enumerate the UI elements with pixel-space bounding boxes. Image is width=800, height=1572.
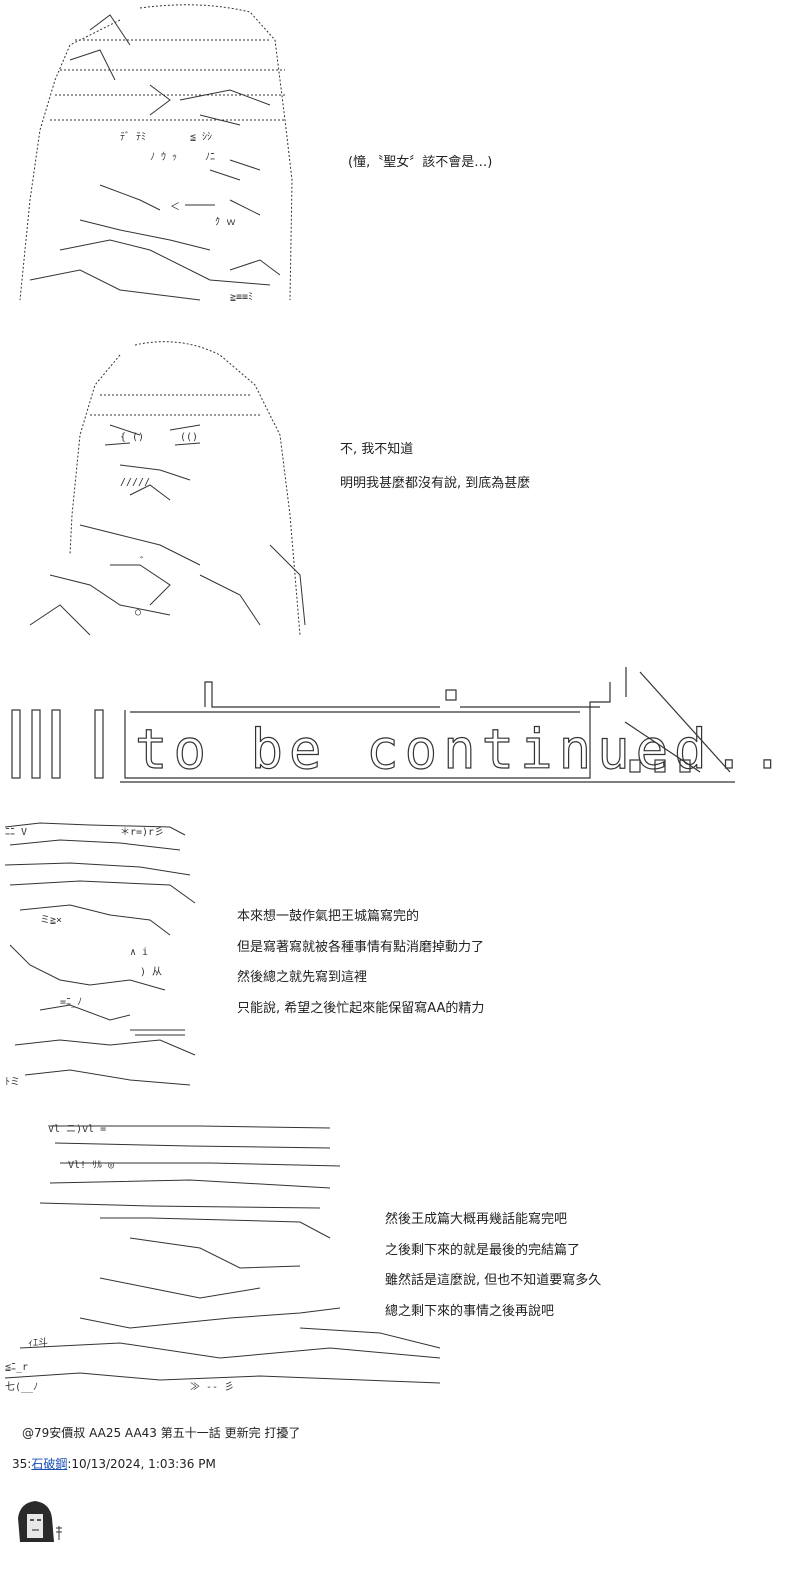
svg-text:≫ ‐‐ 彡: ≫ ‐‐ 彡 xyxy=(190,1382,234,1393)
panel-1-ascii-art: ﾃﾞ ﾃﾐ ≦ ｼｼ ﾉ ｳ ｯ ﾉﾆ ＜ ｸ ｗ ≧≡≡ﾐ xyxy=(19,4,293,303)
svg-text:ﾃﾞ ﾃﾐ: ﾃﾞ ﾃﾐ xyxy=(120,131,146,143)
post-number: 35 xyxy=(12,1457,28,1471)
svg-text:＊r=)r彡: ＊r=)r彡 xyxy=(120,827,164,838)
svg-text:) 从: ) 从 xyxy=(140,967,162,978)
dialogue-line: 本來想一鼓作氣把王城篇寫完的 xyxy=(237,909,420,924)
svg-text:((): (() xyxy=(180,432,198,443)
dialogue-line: 然後王成篇大概再幾話能寫完吧 xyxy=(385,1212,568,1227)
author-link[interactable]: 石破鋼 xyxy=(31,1457,68,1471)
svg-text:七(__ﾉ: 七(__ﾉ xyxy=(5,1381,38,1393)
svg-text:≦ ｼｼ: ≦ ｼｼ xyxy=(190,132,212,143)
dialogue-line: 然後總之就先寫到這裡 xyxy=(237,970,368,985)
panel-3-dialogue: 本來想一鼓作氣把王城篇寫完的 但是寫著寫就被各種事情有點消磨掉動力了 然後總之就… xyxy=(237,902,484,1024)
dialogue-line: 明明我甚麼都沒有說, 到底為甚麼 xyxy=(340,476,531,491)
dialogue-line: 只能說, 希望之後忙起來能保留寫AA的精力 xyxy=(237,1000,485,1016)
dialogue-line: (憧,〝聖女〞該不會是…) xyxy=(348,155,493,170)
svg-text:Vl ニ)vl =: Vl ニ)vl = xyxy=(48,1124,106,1135)
character-avatar-icon xyxy=(18,1501,64,1542)
svg-text:ｨｴ斗: ｨｴ斗 xyxy=(28,1337,48,1349)
post-title: @79安價叔 AA25 AA43 第五十一話 更新完 打擾了 xyxy=(22,1426,301,1440)
dialogue-line: 不, 我不知道 xyxy=(340,442,414,457)
svg-text:ﾄミ: ﾄミ xyxy=(5,1077,20,1088)
svg-text:ｸ ｗ: ｸ ｗ xyxy=(215,216,236,228)
svg-text:ﾉ ｳ ｯ: ﾉ ｳ ｯ xyxy=(150,151,177,163)
panel-2-ascii-art: { () (() ///// ゛ ○ xyxy=(29,341,306,636)
svg-text:Vl! ﾘﾙ ◎: Vl! ﾘﾙ ◎ xyxy=(68,1160,114,1171)
banner-text: to be continued... xyxy=(135,718,780,781)
svg-text://///: ///// xyxy=(120,477,150,488)
svg-text:＜: ＜ xyxy=(170,202,180,213)
dialogue-line: 總之剩下來的事情之後再說吧 xyxy=(385,1303,555,1319)
panel-2-dialogue: 不, 我不知道 明明我甚麼都沒有說, 到底為甚麼 xyxy=(340,433,530,501)
svg-text:=ﾆ_ﾉ: =ﾆ_ﾉ xyxy=(60,997,82,1008)
svg-text:∧ i: ∧ i xyxy=(130,947,148,958)
svg-text:ミ≧×: ミ≧× xyxy=(40,915,62,926)
panel-4-dialogue: 然後王成篇大概再幾話能寫完吧 之後剩下來的就是最後的完結篇了 雖然話是這麼說, … xyxy=(385,1205,601,1327)
svg-text:≦ﾆ_r: ≦ﾆ_r xyxy=(5,1362,28,1373)
svg-text:ﾉﾆ: ﾉﾆ xyxy=(205,152,215,163)
svg-text:゛: ゛ xyxy=(140,556,150,568)
panel-1-dialogue: (憧,〝聖女〞該不會是…) xyxy=(348,147,492,178)
panel-3-ascii-art: ﾆﾆ V ＊r=)r彡 ミ≧× ∧ i ) 从 =ﾆ_ﾉ ﾄミ xyxy=(4,822,196,1088)
svg-text:≧≡≡ﾐ: ≧≡≡ﾐ xyxy=(230,292,253,303)
panel-4-ascii-art: Vl ニ)vl = Vl! ﾘﾙ ◎ ｨｴ斗 ≦ﾆ_r 七(__ﾉ ≫ ‐‐ 彡 xyxy=(4,1124,441,1393)
svg-text:○: ○ xyxy=(135,607,141,618)
post-timestamp: :10/13/2024, 1:03:36 PM xyxy=(67,1457,216,1471)
post-meta: 35:石破鋼:10/13/2024, 1:03:36 PM xyxy=(12,1457,216,1471)
dialogue-line: 之後剩下來的就是最後的完結篇了 xyxy=(385,1242,581,1258)
svg-text:{ (): { () xyxy=(120,432,144,443)
dialogue-line: 但是寫著寫就被各種事情有點消磨掉動力了 xyxy=(237,939,485,955)
to-be-continued-banner: to be continued... xyxy=(11,667,780,783)
dialogue-line: 雖然話是這麼說, 但也不知道要寫多久 xyxy=(385,1273,602,1288)
svg-text:ﾆﾆ V: ﾆﾆ V xyxy=(5,827,27,838)
